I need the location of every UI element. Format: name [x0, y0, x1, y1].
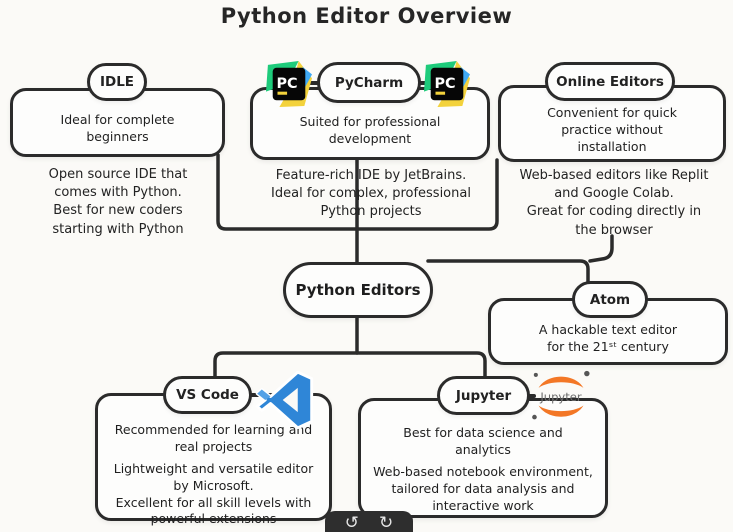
vscode-detail: Lightweight and versatile editor by Micr…: [113, 460, 314, 527]
online-editors-detail: Web-based editors like Replit and Google…: [519, 168, 709, 238]
vscode-box[interactable]: Recommended for learning and real projec…: [95, 393, 332, 526]
pycharm-right-connector-stub: [418, 81, 430, 85]
vscode-summary: Recommended for learning and real projec…: [114, 422, 313, 454]
vscode-logo-connector-stub: [248, 393, 260, 397]
atom-summary: A hackable text editor for the 21ˢᵗ cent…: [538, 321, 678, 354]
svg-text:PC: PC: [435, 76, 456, 92]
pycharm-logo-icon-right: PC: [424, 61, 470, 107]
page-title: Python Editor Overview: [220, 4, 513, 28]
pycharm-logo-icon-left: PC: [266, 61, 312, 107]
jupyter-pill[interactable]: Jupyter: [437, 376, 530, 415]
online-editors-pill[interactable]: Online Editors: [545, 62, 675, 101]
pycharm-detail: Feature-rich IDE by JetBrains. Ideal for…: [271, 168, 471, 220]
vscode-label: VS Code: [176, 387, 239, 403]
redo-icon[interactable]: ↻: [379, 513, 394, 532]
pycharm-label: PyCharm: [334, 74, 404, 91]
jupyter-label: Jupyter: [455, 387, 512, 404]
python-editors-node[interactable]: Python Editors: [283, 262, 433, 318]
svg-text:Jupyter: Jupyter: [539, 390, 582, 404]
idle-label: IDLE: [99, 74, 135, 90]
vscode-pill[interactable]: VS Code: [163, 376, 252, 414]
online-editors-summary: Convenient for quick practice without in…: [547, 105, 677, 154]
idle-pill[interactable]: IDLE: [87, 63, 147, 101]
svg-text:PC: PC: [277, 76, 298, 92]
jupyter-detail: Web-based notebook environment, tailored…: [373, 463, 593, 513]
vscode-logo-icon: [255, 371, 314, 429]
atom-label: Atom: [589, 291, 631, 308]
jupyter-logo-icon: Jupyter: [532, 370, 590, 420]
pycharm-left-connector-stub: [308, 81, 320, 85]
atom-pill[interactable]: Atom: [572, 281, 648, 318]
python-editors-label: Python Editors: [295, 281, 421, 299]
pycharm-summary: Suited for professional development: [299, 113, 441, 146]
jupyter-logo-connector-stub: [526, 394, 536, 398]
pycharm-pill[interactable]: PyCharm: [317, 62, 421, 103]
jupyter-summary: Best for data science and analytics: [403, 425, 563, 457]
idle-detail: Open source IDE that comes with Python. …: [48, 167, 188, 237]
idle-summary: Ideal for complete beginners: [60, 111, 175, 144]
canvas-toolbar: ↺ ↻: [325, 511, 413, 532]
undo-icon[interactable]: ↺: [344, 513, 359, 532]
online-editors-label: Online Editors: [556, 73, 664, 90]
